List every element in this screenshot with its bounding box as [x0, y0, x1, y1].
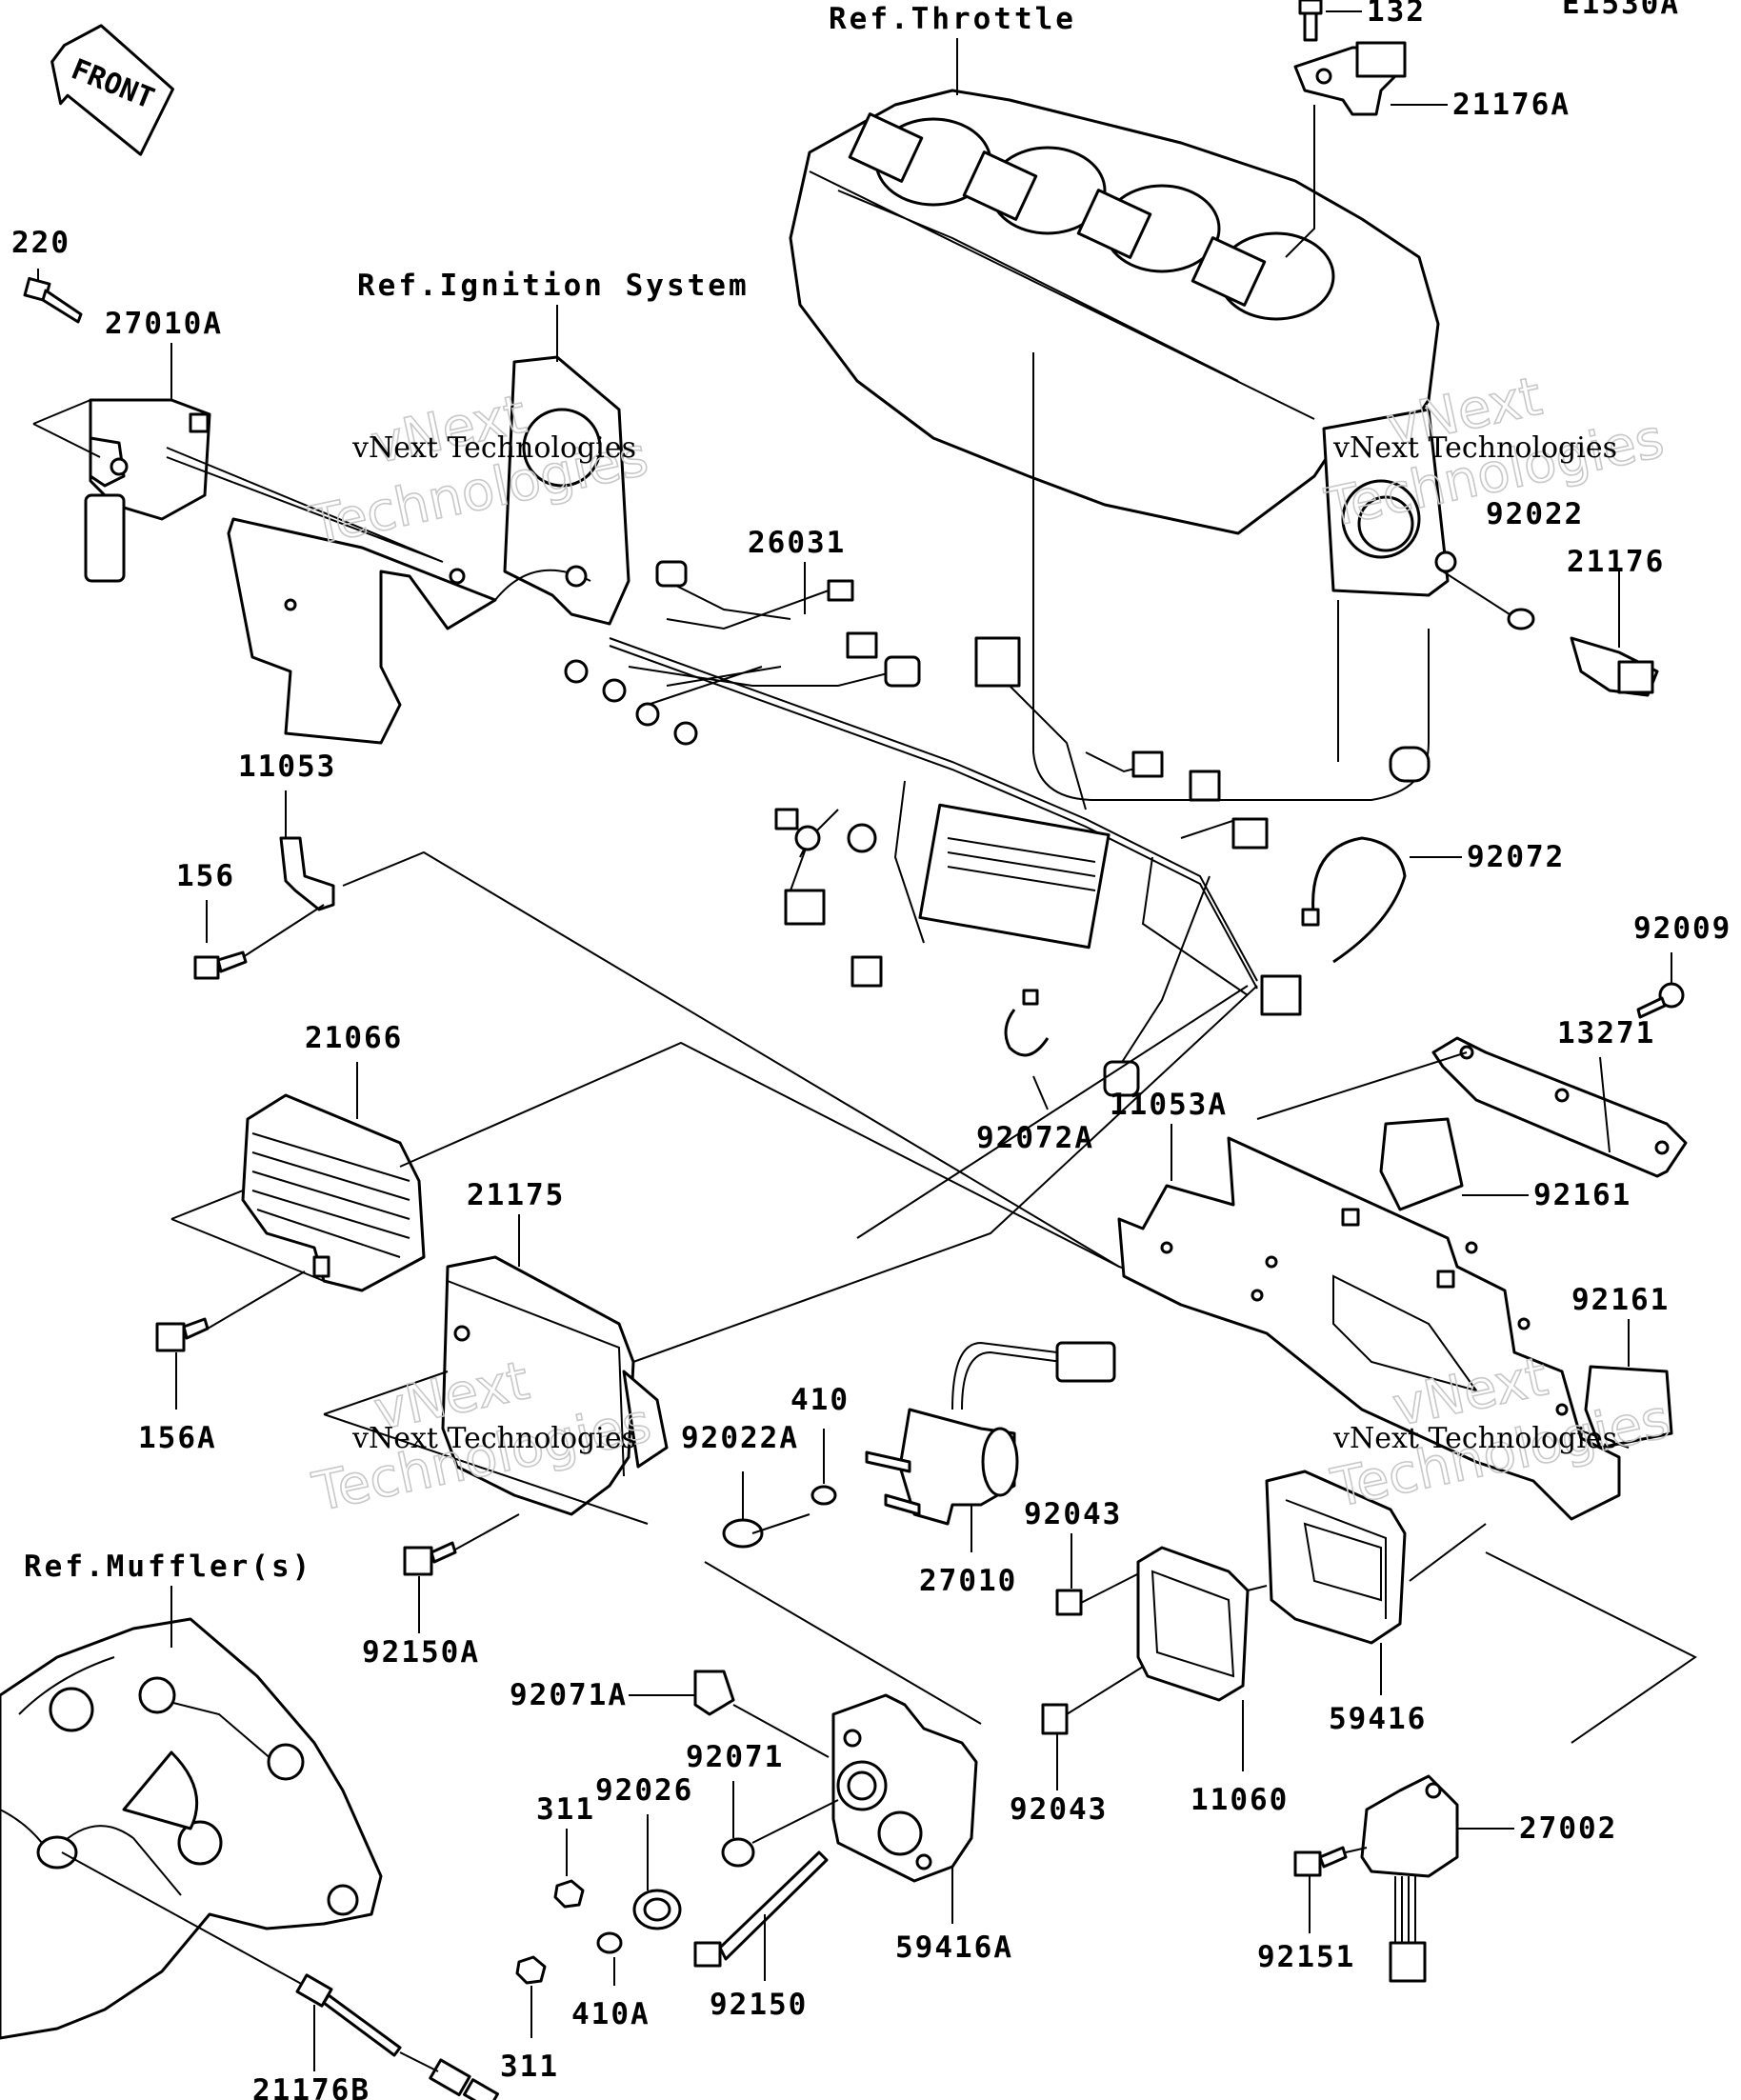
- svg-text:vNext Technologies: vNext Technologies: [351, 1422, 636, 1455]
- bolt-132: [1298, 0, 1323, 42]
- part-label-92161-lower: 92161: [1571, 1283, 1670, 1317]
- sensor-21176A: [1293, 41, 1407, 116]
- ref-throttle: Ref.Throttle: [829, 2, 1076, 36]
- housing-59416: [1265, 1470, 1407, 1645]
- part-label-92150A: 92150A: [362, 1635, 480, 1670]
- clip-11053: [279, 836, 335, 911]
- part-label-311-lower: 311: [500, 2050, 559, 2084]
- part-label-156: 156: [176, 859, 235, 893]
- part-label-26031: 26031: [748, 526, 846, 560]
- part-label-92022A: 92022A: [681, 1421, 799, 1455]
- ref-muffler: Ref.Muffler(s): [24, 1550, 312, 1584]
- part-label-92009: 92009: [1633, 911, 1731, 946]
- washer-92022A: [722, 1518, 764, 1549]
- screw-92009: [1636, 982, 1685, 1019]
- sensor-27002: [1360, 1774, 1459, 1983]
- part-label-21176: 21176: [1567, 545, 1665, 579]
- bolt-156: [193, 950, 248, 980]
- muffler-assembly: [0, 1617, 383, 2040]
- ref-ignition: Ref.Ignition System: [357, 269, 750, 303]
- part-label-59416A: 59416A: [895, 1930, 1013, 1965]
- part-label-132: 132: [1367, 0, 1426, 29]
- part-label-27010: 27010: [919, 1564, 1017, 1598]
- solenoid-27010: [865, 1341, 1116, 1526]
- grommet-92071A: [693, 1670, 735, 1716]
- sensor-21176B: [295, 1973, 499, 2100]
- pin-92043-upper: [1055, 1589, 1083, 1616]
- temp-sensor-21176: [1570, 636, 1659, 697]
- bolt-92151: [1293, 1846, 1348, 1877]
- regulator-21066: [241, 1093, 426, 1292]
- ignition-bracket: [227, 355, 630, 745]
- bolt-92150: [693, 1850, 829, 1968]
- bracket-11053A: [1117, 1136, 1621, 1521]
- front-arrow-icon: FRONT: [50, 24, 174, 156]
- bolt-156A: [155, 1317, 210, 1352]
- part-label-13271: 13271: [1557, 1016, 1655, 1050]
- gasket-11060: [1136, 1546, 1250, 1702]
- bolt-92150A: [403, 1541, 457, 1576]
- part-label-21176A: 21176A: [1452, 88, 1571, 122]
- part-label-410: 410: [790, 1383, 850, 1417]
- part-label-11053: 11053: [238, 750, 336, 784]
- part-label-27002: 27002: [1519, 1811, 1617, 1846]
- part-label-11053A: 11053A: [1110, 1088, 1228, 1122]
- washer-410: [810, 1485, 837, 1506]
- wire-harness-26031: [564, 560, 1302, 1097]
- washer-410A: [596, 1931, 623, 1954]
- part-label-156A: 156A: [138, 1421, 217, 1455]
- part-label-59416: 59416: [1329, 1702, 1427, 1736]
- svg-text:vNext Technologies: vNext Technologies: [1332, 431, 1617, 465]
- housing-59416A: [831, 1693, 978, 1883]
- part-label-92072: 92072: [1467, 840, 1565, 874]
- part-label-410A: 410A: [571, 1997, 650, 2031]
- part-label-27010A: 27010A: [105, 307, 223, 341]
- part-label-92150: 92150: [710, 1988, 808, 2022]
- bolt-220: [23, 276, 83, 324]
- plate-13271: [1431, 1036, 1688, 1178]
- svg-text:vNext Technologies: vNext Technologies: [1332, 1422, 1617, 1455]
- part-label-92071: 92071: [686, 1740, 784, 1774]
- grommet-92071: [721, 1837, 755, 1868]
- ecu-21175: [441, 1255, 669, 1516]
- part-label-21066: 21066: [305, 1021, 403, 1055]
- pin-92043-lower: [1041, 1703, 1069, 1735]
- part-label-92022: 92022: [1486, 497, 1584, 531]
- part-label-92043-upper: 92043: [1024, 1497, 1122, 1531]
- pad-92161-lower: [1584, 1365, 1673, 1450]
- part-label-92161-upper: 92161: [1533, 1178, 1631, 1212]
- pad-92161-upper: [1379, 1117, 1464, 1211]
- throttle-body-assembly: [789, 89, 1457, 801]
- part-label-92043-lower: 92043: [1010, 1792, 1108, 1827]
- part-label-92151: 92151: [1257, 1940, 1355, 1974]
- relay-27010A: [84, 398, 211, 583]
- svg-text:vNext Technologies: vNext Technologies: [351, 431, 636, 465]
- part-label-21176B: 21176B: [252, 2073, 370, 2100]
- nut-311-lower: [515, 1955, 547, 1985]
- part-label-92026: 92026: [595, 1773, 693, 1808]
- part-label-11060: 11060: [1191, 1783, 1289, 1817]
- washer-92022: [1507, 608, 1535, 630]
- part-label-311-upper: 311: [536, 1792, 595, 1827]
- part-label-21175: 21175: [467, 1178, 565, 1212]
- nut-311-upper: [553, 1879, 585, 1909]
- part-label-92071A: 92071A: [510, 1678, 628, 1712]
- part-label-220: 220: [11, 226, 70, 260]
- diagram-code: E1530A: [1562, 0, 1680, 21]
